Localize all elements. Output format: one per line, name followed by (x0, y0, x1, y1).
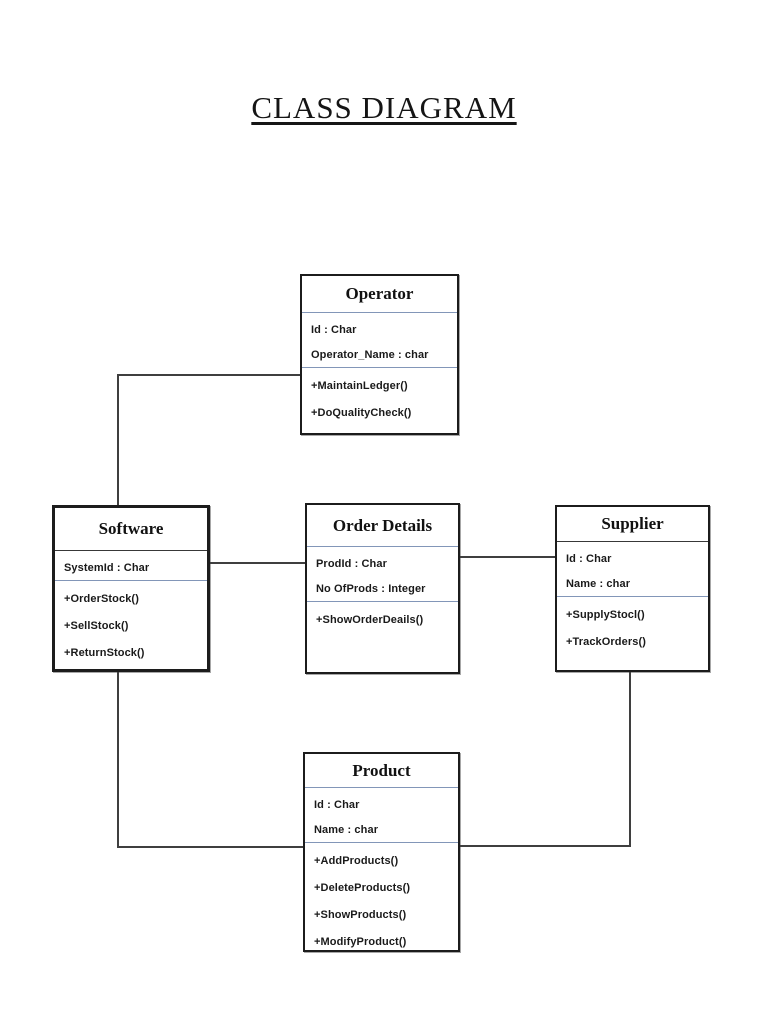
class-title-operator: Operator (302, 276, 457, 313)
attribute: SystemId : Char (64, 561, 150, 574)
connector-software-orderdetails (209, 562, 306, 564)
methods-compartment-operator: +MaintainLedger() +DoQualityCheck() (302, 368, 457, 426)
page-title: CLASS DIAGRAM (251, 90, 517, 125)
connector-operator-software-vertical (117, 374, 119, 506)
class-title-product: Product (305, 754, 458, 788)
attribute: Id : Char (311, 323, 357, 336)
attributes-compartment-supplier: Id : Char Name : char (557, 542, 708, 597)
attribute: No OfProds : Integer (316, 582, 426, 595)
method: +ReturnStock() (64, 646, 145, 659)
method: +DeleteProducts() (314, 881, 411, 894)
connector-operator-software-horizontal (117, 374, 301, 376)
connector-supplier-product-horizontal (460, 845, 631, 847)
attribute: Id : Char (314, 798, 360, 811)
attribute: ProdId : Char (316, 557, 387, 570)
methods-compartment-order-details: +ShowOrderDeails() (307, 602, 458, 633)
method: +AddProducts() (314, 854, 399, 867)
methods-compartment-product: +AddProducts() +DeleteProducts() +ShowPr… (305, 843, 458, 955)
connector-software-product-horizontal (117, 846, 304, 848)
method: +MaintainLedger() (311, 379, 408, 392)
connector-orderdetails-supplier (459, 556, 556, 558)
class-title-software: Software (55, 508, 207, 551)
method: +TrackOrders() (566, 635, 646, 648)
class-box-order-details: Order Details ProdId : Char No OfProds :… (305, 503, 460, 674)
method: +SupplyStocl() (566, 608, 645, 621)
methods-compartment-supplier: +SupplyStocl() +TrackOrders() (557, 597, 708, 655)
methods-compartment-software: +OrderStock() +SellStock() +ReturnStock(… (55, 581, 207, 666)
class-box-operator: Operator Id : Char Operator_Name : char … (300, 274, 459, 435)
method: +ShowProducts() (314, 908, 407, 921)
method: +DoQualityCheck() (311, 406, 412, 419)
attribute: Name : char (314, 823, 379, 836)
class-box-product: Product Id : Char Name : char +AddProduc… (303, 752, 460, 952)
attribute: Id : Char (566, 552, 612, 565)
attribute: Operator_Name : char (311, 348, 429, 361)
class-title-supplier: Supplier (557, 507, 708, 542)
attributes-compartment-software: SystemId : Char (55, 551, 207, 581)
attribute: Name : char (566, 577, 631, 590)
class-box-supplier: Supplier Id : Char Name : char +SupplySt… (555, 505, 710, 672)
method: +OrderStock() (64, 592, 139, 605)
connector-supplier-product-vertical (629, 671, 631, 847)
class-box-software: Software SystemId : Char +OrderStock() +… (52, 505, 210, 672)
method: +SellStock() (64, 619, 129, 632)
attributes-compartment-operator: Id : Char Operator_Name : char (302, 313, 457, 368)
method: +ModifyProduct() (314, 935, 407, 948)
attributes-compartment-product: Id : Char Name : char (305, 788, 458, 843)
attributes-compartment-order-details: ProdId : Char No OfProds : Integer (307, 547, 458, 602)
connector-software-product-vertical (117, 671, 119, 848)
class-title-order-details: Order Details (307, 505, 458, 547)
method: +ShowOrderDeails() (316, 613, 424, 626)
